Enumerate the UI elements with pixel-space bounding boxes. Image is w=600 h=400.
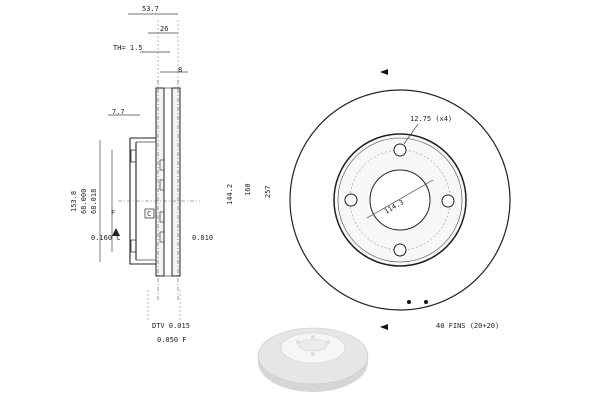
tolerance-runout: 0.050 F bbox=[157, 336, 187, 344]
dim-hat-depth: 26 bbox=[160, 25, 168, 33]
marker-dot-2 bbox=[424, 300, 428, 304]
dim-153: 153.8 bbox=[70, 191, 78, 212]
dim-th: TH= 1.5 bbox=[113, 44, 143, 52]
center-bore-circle bbox=[369, 169, 431, 231]
arrow-bottom-icon bbox=[380, 324, 388, 330]
bolt-hole-bottom bbox=[393, 243, 407, 257]
datum-f-label: F bbox=[111, 209, 115, 217]
datum-c-label: C bbox=[147, 210, 151, 218]
marker-dot-1 bbox=[407, 300, 411, 304]
dim-68-018: 68.018 bbox=[90, 189, 98, 214]
arrow-top-icon bbox=[380, 69, 388, 75]
dim-257: 257 bbox=[264, 185, 272, 198]
friction-ring-right bbox=[171, 87, 181, 277]
face-view bbox=[289, 69, 511, 330]
dim-68-000: 68.000 bbox=[80, 189, 88, 214]
dim-144: 144.2 bbox=[226, 184, 234, 205]
tolerance-flatness: 0.010 bbox=[192, 234, 213, 242]
tolerance-dtv: DTV 0.015 bbox=[152, 322, 190, 330]
disc-photo-thumbnail bbox=[257, 327, 369, 392]
bolt-hole-right bbox=[441, 194, 455, 208]
bolt-hole-left bbox=[344, 193, 358, 207]
dim-160: 160 bbox=[244, 183, 252, 196]
dim-overall-height: 53.7 bbox=[142, 5, 159, 13]
section-view bbox=[99, 13, 200, 322]
dim-eight: 8 bbox=[178, 66, 182, 74]
bolt-hole-label: 12.75 (x4) bbox=[410, 115, 452, 123]
bolt-hole-top bbox=[393, 143, 407, 157]
fins-label: 40 FINS (20+20) bbox=[436, 322, 499, 330]
dim-seven-seven: 7.7 bbox=[112, 108, 125, 116]
tolerance-c: 0.160 C bbox=[91, 234, 121, 242]
